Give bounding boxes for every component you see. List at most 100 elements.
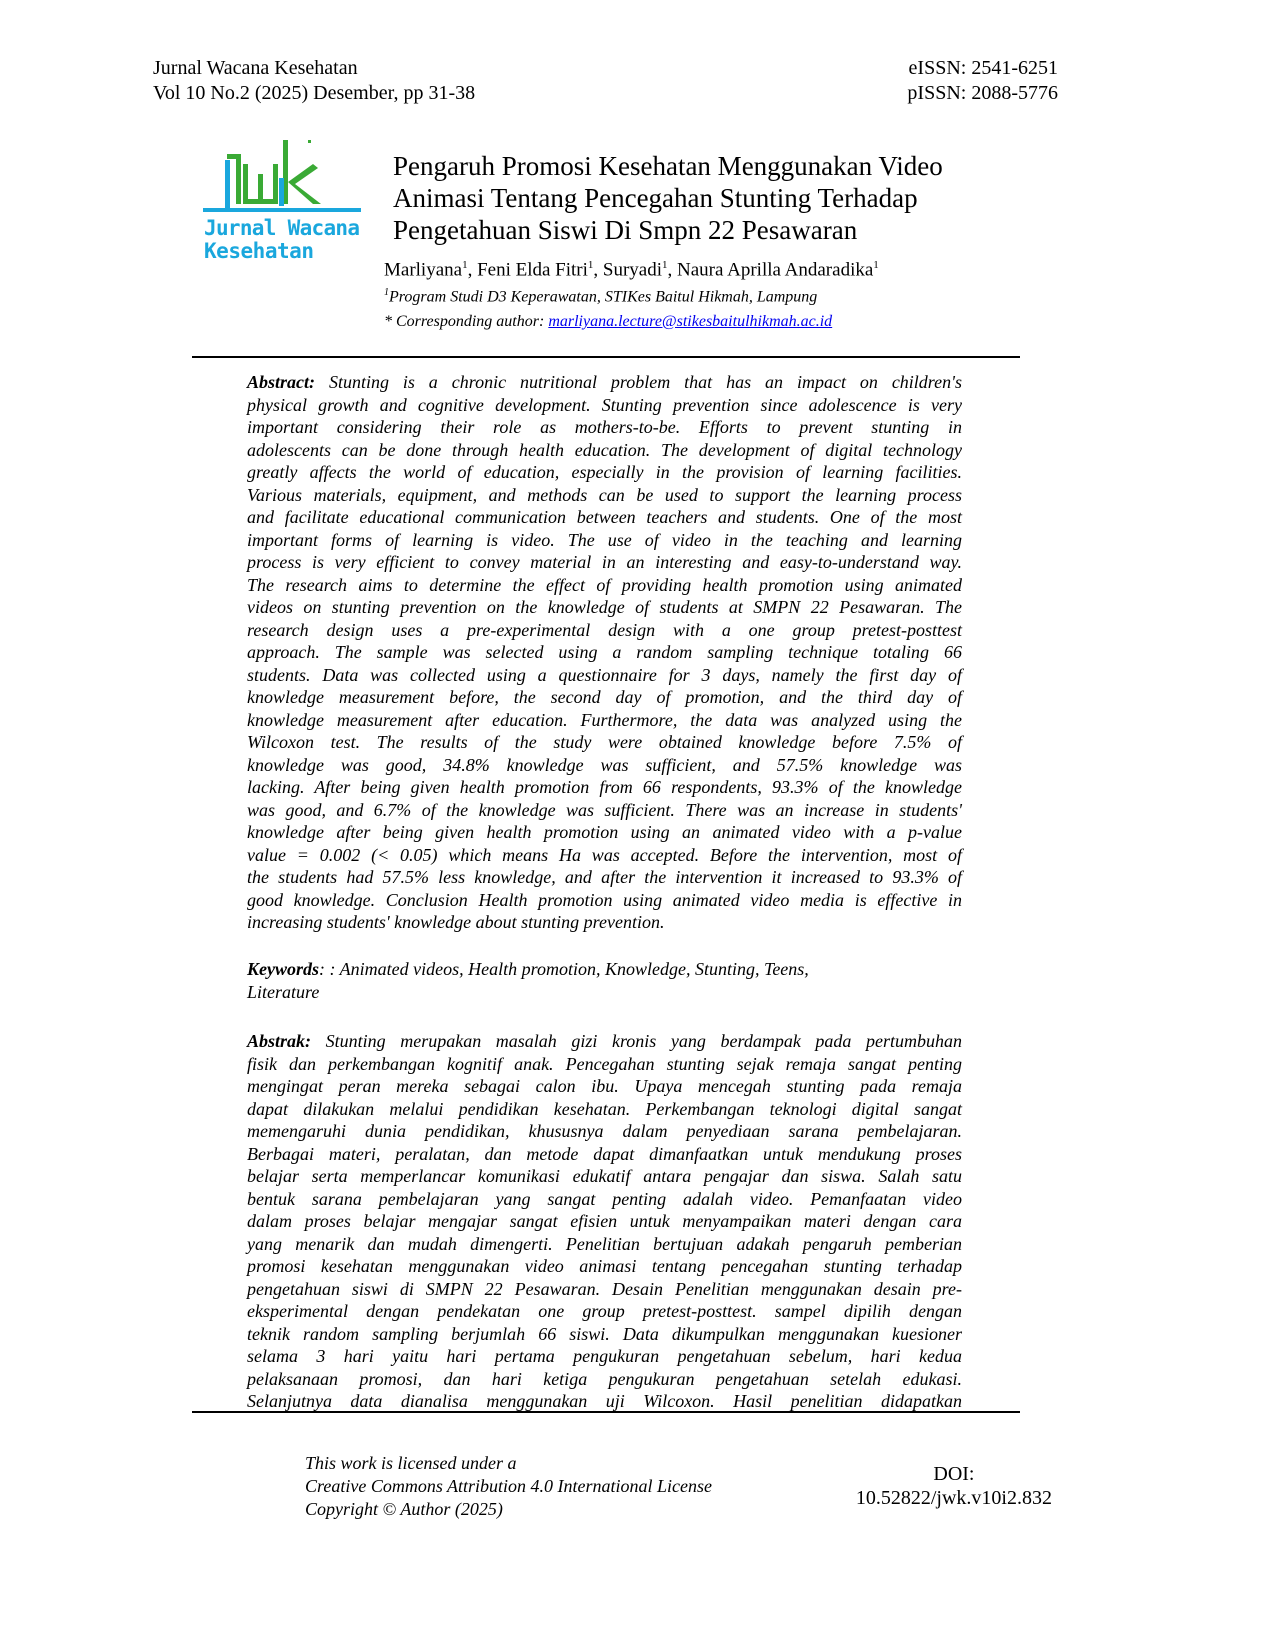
top-divider — [192, 356, 1020, 358]
text-line: students. Data was collected using a que… — [247, 664, 962, 687]
author: Feni Elda Fitri — [477, 259, 588, 281]
text-line: knowledge after being given health promo… — [247, 821, 962, 844]
line-text: yang menarik dan mudah dimengerti. Penel… — [247, 1233, 962, 1254]
line-text: dalam proses belajar mengajar sangat efi… — [247, 1211, 962, 1231]
line-text: important considering their role as moth… — [247, 417, 962, 437]
line-text: eksperimental dengan pendekatan one grou… — [247, 1301, 962, 1321]
line-text: promosi kesehatan menggunakan video anim… — [247, 1256, 962, 1276]
text-line: videos on stunting prevention on the kno… — [247, 596, 962, 619]
line-text: Stunting merupakan masalah gizi kronis y… — [311, 1031, 962, 1051]
corresponding-author: * Corresponding author: marliyana.lectur… — [384, 313, 832, 331]
line-text: Stunting is a chronic nutritional proble… — [315, 372, 962, 392]
line-text: videos on stunting prevention on the kno… — [247, 597, 962, 617]
line-text: value = 0.002 (< 0.05) which means Ha wa… — [247, 844, 962, 865]
text-line: process is very efficient to convey mate… — [247, 551, 962, 574]
text-line: increasing students' knowledge about stu… — [247, 911, 962, 934]
bottom-divider — [192, 1411, 1020, 1413]
abstract-en: Abstract: Stunting is a chronic nutritio… — [247, 371, 962, 934]
line-text: Various materials, equipment, and method… — [247, 484, 962, 505]
text-line: value = 0.002 (< 0.05) which means Ha wa… — [247, 844, 962, 867]
line-text: research design uses a pre-experimental … — [247, 619, 962, 640]
text-line: Keywords: : Animated videos, Health prom… — [247, 958, 962, 981]
author-list: Marliyana1, Feni Elda Fitri1, Suryadi1, … — [384, 259, 879, 281]
license-line: This work is licensed under a — [305, 1453, 517, 1473]
line-text: knowledge measurement after education. F… — [247, 709, 962, 730]
author: Suryadi — [602, 259, 663, 281]
pissn: pISSN: 2088-5776 — [907, 82, 1058, 104]
text-line: knowledge was good, 34.8% knowledge was … — [247, 754, 962, 777]
text-line: dapat dilakukan melalui pendidikan keseh… — [247, 1098, 962, 1121]
text-line: Abstract: Stunting is a chronic nutritio… — [247, 371, 962, 394]
paper-title: Pengaruh Promosi Kesehatan Menggunakan V… — [393, 150, 943, 246]
line-text: knowledge after being given health promo… — [247, 822, 962, 842]
text-line: promosi kesehatan menggunakan video anim… — [247, 1255, 962, 1278]
author: Marliyana — [384, 259, 463, 281]
line-text: pengetahuan siswi di SMPN 22 Pesawaran. … — [247, 1278, 962, 1299]
affiliation: 1Program Studi D3 Keperawatan, STIKes Ba… — [384, 287, 817, 306]
line-text: bentuk sarana pembelajaran yang sangat p… — [247, 1188, 962, 1209]
author-affiliation-mark: 1 — [873, 259, 879, 271]
text-line: adolescents can be done through health e… — [247, 439, 962, 462]
text-line: dalam proses belajar mengajar sangat efi… — [247, 1210, 962, 1233]
text-line: knowledge measurement after education. F… — [247, 709, 962, 732]
text-line: eksperimental dengan pendekatan one grou… — [247, 1300, 962, 1323]
affiliation-text: Program Studi D3 Keperawatan, STIKes Bai… — [389, 288, 818, 306]
line-text: adolescents can be done through health e… — [247, 439, 962, 460]
text-line: Various materials, equipment, and method… — [247, 484, 962, 507]
eissn: eISSN: 2541-6251 — [908, 57, 1058, 79]
text-line: approach. The sample was selected using … — [247, 641, 962, 664]
svg-text:Jurnal Wacana: Jurnal Wacana — [204, 216, 360, 240]
title-line: Pengaruh Promosi Kesehatan Menggunakan V… — [393, 151, 943, 181]
text-line: greatly affects the world of education, … — [247, 461, 962, 484]
text-line: important forms of learning is video. Th… — [247, 529, 962, 552]
text-line: teknik random sampling berjumlah 66 sisw… — [247, 1323, 962, 1346]
text-line: bentuk sarana pembelajaran yang sangat p… — [247, 1188, 962, 1211]
text-line: memengaruhi dunia pendidikan, khususnya … — [247, 1120, 962, 1143]
line-text: and facilitate educational communication… — [247, 507, 962, 527]
journal-header-right: eISSN: 2541-6251 pISSN: 2088-5776 — [907, 56, 1058, 106]
text-line: fisik dan perkembangan kognitif anak. Pe… — [247, 1053, 962, 1076]
section-label: Abstract: — [247, 372, 316, 392]
text-line: mengingat peran mereka sebagai calon ibu… — [247, 1075, 962, 1098]
line-text: important forms of learning is video. Th… — [247, 529, 962, 550]
text-line: research design uses a pre-experimental … — [247, 619, 962, 642]
abstract-id: Abstrak: Stunting merupakan masalah gizi… — [247, 1030, 962, 1413]
line-text: physical growth and cognitive developmen… — [247, 394, 962, 415]
line-text: fisik dan perkembangan kognitif anak. Pe… — [247, 1053, 962, 1074]
line-text: good knowledge. Conclusion Health promot… — [247, 889, 962, 910]
doi: DOI: 10.52822/jwk.v10i2.832 — [856, 1462, 1052, 1510]
line-text: pelaksanaan promosi, dan hari ketiga pen… — [247, 1368, 962, 1389]
author: Naura Aprilla Andaradika — [677, 259, 874, 281]
line-text: Wilcoxon test. The results of the study … — [247, 732, 962, 752]
license-notice: This work is licensed under a Creative C… — [305, 1452, 712, 1521]
affiliation-number: 1 — [384, 287, 389, 298]
text-line: Selanjutnya data dianalisa menggunakan u… — [247, 1390, 962, 1413]
text-line: lacking. After being given health promot… — [247, 776, 962, 799]
text-line: good knowledge. Conclusion Health promot… — [247, 889, 962, 912]
line-text: knowledge was good, 34.8% knowledge was … — [247, 754, 962, 775]
doi-value[interactable]: 10.52822/jwk.v10i2.832 — [855, 1487, 1052, 1509]
corresponding-email-link[interactable]: marliyana.lecture@stikesbaitulhikmah.ac.… — [548, 313, 833, 330]
line-text: greatly affects the world of education, … — [247, 462, 962, 482]
text-line: belajar serta memperlancar komunikasi ed… — [247, 1165, 962, 1188]
keywords: Keywords: : Animated videos, Health prom… — [247, 958, 962, 1003]
title-line: Pengetahuan Siswi Di Smpn 22 Pesawaran — [393, 215, 858, 245]
text-line: the students had 57.5% less knowledge, a… — [247, 866, 962, 889]
journal-volume: Vol 10 No.2 (2025) Desember, pp 31-38 — [153, 82, 476, 104]
jwk-logo-mark: Jurnal Wacana Kesehatan — [203, 140, 361, 263]
title-line: Animasi Tentang Pencegahan Stunting Terh… — [393, 183, 918, 213]
text-line: yang menarik dan mudah dimengerti. Penel… — [247, 1233, 962, 1256]
line-text: lacking. After being given health promot… — [247, 777, 962, 797]
journal-name: Jurnal Wacana Kesehatan — [153, 57, 358, 79]
text-line: and facilitate educational communication… — [247, 506, 962, 529]
section-label: Keywords — [247, 959, 319, 979]
license-link[interactable]: Creative Commons Attribution 4.0 Interna… — [305, 1476, 712, 1496]
line-text: : : Animated videos, Health promotion, K… — [319, 959, 809, 979]
line-text: students. Data was collected using a que… — [247, 664, 962, 685]
line-text: mengingat peran mereka sebagai calon ibu… — [247, 1076, 962, 1096]
line-text: knowledge measurement before, the second… — [247, 687, 962, 707]
author-affiliation-mark: 1 — [462, 259, 468, 271]
line-text: was good, and 6.7% of the knowledge was … — [247, 799, 962, 820]
line-text: increasing students' knowledge about stu… — [247, 912, 665, 932]
